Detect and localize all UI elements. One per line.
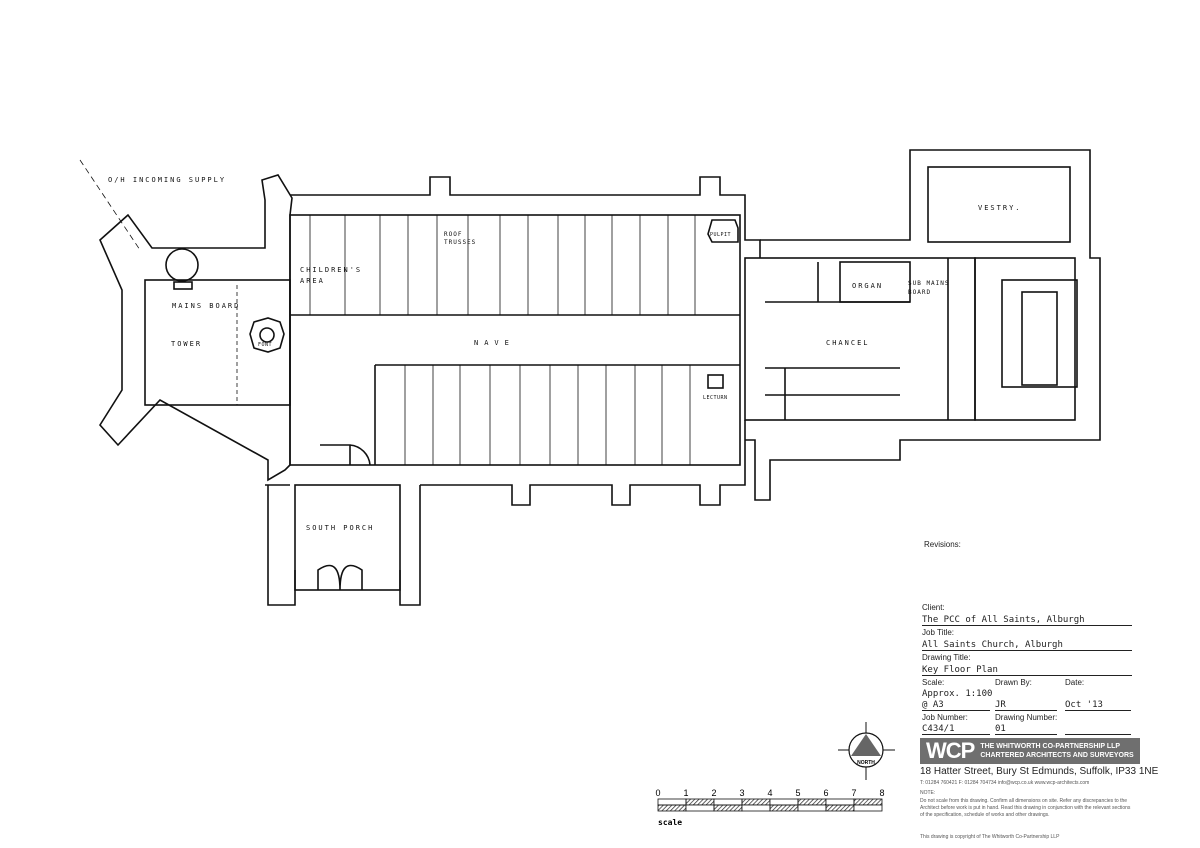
drawing-number-value: 01 [995, 724, 1057, 735]
vestry-room [927, 166, 1071, 243]
lectern [707, 374, 724, 389]
scale-tick-label: 4 [767, 788, 772, 798]
scale-segment [825, 804, 855, 812]
scale-label: scale [658, 818, 682, 827]
drawing-number-label: Drawing Number: [995, 713, 1058, 722]
scale-tick-label: 2 [711, 788, 716, 798]
label-tower: TOWER [171, 340, 202, 348]
job-title-label: Job Title: [922, 628, 955, 637]
scale-segment [713, 798, 743, 806]
firm-address: 18 Hatter Street, Bury St Edmunds, Suffo… [920, 766, 1159, 777]
porch-wall [267, 485, 421, 606]
scale-segment [769, 804, 799, 812]
scale-value-1: Approx. 1:100 [922, 689, 993, 699]
revisions-label: Revisions: [924, 540, 961, 549]
client-label: Client: [922, 603, 945, 612]
date-label: Date: [1065, 678, 1085, 687]
scale-segment [657, 798, 687, 806]
nave-room [289, 214, 741, 466]
label-roof-trusses-2: TRUSSES [444, 239, 476, 246]
note-label: NOTE: [920, 790, 936, 796]
client-value: The PCC of All Saints, Alburgh [922, 615, 1132, 626]
sanctuary [974, 257, 1076, 421]
font [249, 317, 285, 353]
spiral-stair [165, 248, 199, 282]
scale-tick-label: 8 [879, 788, 884, 798]
scale-segment [713, 804, 743, 812]
job-title-value: All Saints Church, Alburgh [922, 640, 1132, 651]
label-mains-board: MAINS BOARD [172, 302, 240, 310]
scale-tick-label: 7 [851, 788, 856, 798]
label-sub-mains-1: SUB MAINS [908, 280, 950, 287]
scale-segment [685, 798, 715, 806]
scale-segment [825, 798, 855, 806]
label-vestry: VESTRY. [978, 204, 1022, 212]
job-number-value: C434/1 [922, 724, 990, 735]
scale-segment [853, 804, 883, 812]
scale-segment [769, 798, 799, 806]
scale-segment [685, 804, 715, 812]
svg-text:NORTH: NORTH [857, 760, 875, 766]
label-childrens-area-1: CHILDREN'S [300, 266, 362, 274]
scale-tick-label: 1 [683, 788, 688, 798]
scale-tick-label: 0 [655, 788, 660, 798]
scale-value-2: @ A3 [922, 700, 990, 711]
scale-tick-label: 6 [823, 788, 828, 798]
scale-segment [797, 804, 827, 812]
drawn-by-label: Drawn By: [995, 678, 1032, 687]
chancel-wall [745, 149, 1101, 501]
label-organ: ORGAN [852, 282, 883, 290]
label-lectern: LECTURN [703, 395, 728, 401]
north-arrow: NORTH [838, 722, 895, 780]
blank-field [1065, 724, 1131, 735]
label-pulpit: PULPIT [710, 232, 731, 238]
scale-segment [741, 804, 771, 812]
label-font: FONT [258, 342, 272, 348]
label-nave: NAVE [474, 339, 515, 347]
scale-segment [741, 798, 771, 806]
firm-contact: T: 01284 760421 F: 01284 704734 info@wcp… [920, 780, 1090, 786]
label-roof-trusses-1: ROOF [444, 231, 462, 238]
drawn-by-value: JR [995, 700, 1057, 711]
scale-segment [657, 804, 687, 812]
drawing-title-value: Key Floor Plan [922, 665, 1132, 676]
drawing-title-label: Drawing Title: [922, 653, 971, 662]
pulpit [707, 219, 739, 243]
scale-bar: 0 1 2 3 4 5 6 7 8 scale [655, 788, 884, 827]
altar [1021, 291, 1058, 386]
porch-room [294, 484, 401, 591]
job-number-label: Job Number: [922, 713, 968, 722]
scale-segment [797, 798, 827, 806]
label-south-porch: SOUTH PORCH [306, 524, 374, 532]
scale-label: Scale: [922, 678, 945, 687]
label-incoming-supply: O/H INCOMING SUPPLY [108, 176, 226, 184]
scale-tick-label: 5 [795, 788, 800, 798]
nave-wall [265, 176, 761, 506]
label-sub-mains-2: BOARD [908, 289, 931, 296]
copyright: This drawing is copyright of The Whitwor… [920, 834, 1060, 840]
mains-board-icon [173, 281, 193, 290]
scale-segment [853, 798, 883, 806]
note-text: Do not scale from this drawing. Confirm … [920, 798, 1131, 818]
date-value: Oct '13 [1065, 700, 1131, 711]
tower-wall [99, 174, 293, 482]
label-chancel: CHANCEL [826, 339, 870, 347]
label-childrens-area-2: AREA [300, 277, 325, 285]
scale-tick-label: 3 [739, 788, 744, 798]
